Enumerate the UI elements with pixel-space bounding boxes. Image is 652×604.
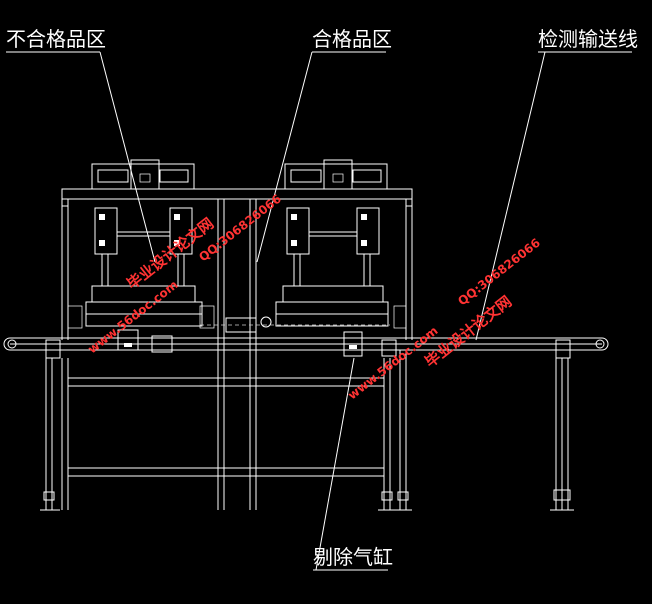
label-reject-zone: 不合格品区 (6, 27, 106, 51)
label-reject-cylinder: 剔除气缸 (313, 545, 393, 569)
leader-reject-cylinder (315, 357, 355, 571)
leader-inspection-line (475, 51, 546, 341)
reject-zone-gripper-unit (85, 159, 203, 327)
leader-reject-zone (99, 51, 156, 263)
accept-zone-gripper-unit (275, 159, 389, 327)
watermark-right: 毕业设计论文网 www.56doc.com QQ:306826066 (345, 236, 543, 403)
lower-stand (40, 350, 412, 511)
conveyor-support-right (550, 358, 574, 511)
upper-frame (61, 188, 413, 510)
label-inspection-line: 检测输送线 (538, 27, 638, 51)
label-accept-zone: 合格品区 (312, 27, 392, 51)
leader-accept-zone (256, 51, 313, 263)
conveyor-belt (3, 329, 609, 359)
central-cylinder (67, 305, 407, 333)
